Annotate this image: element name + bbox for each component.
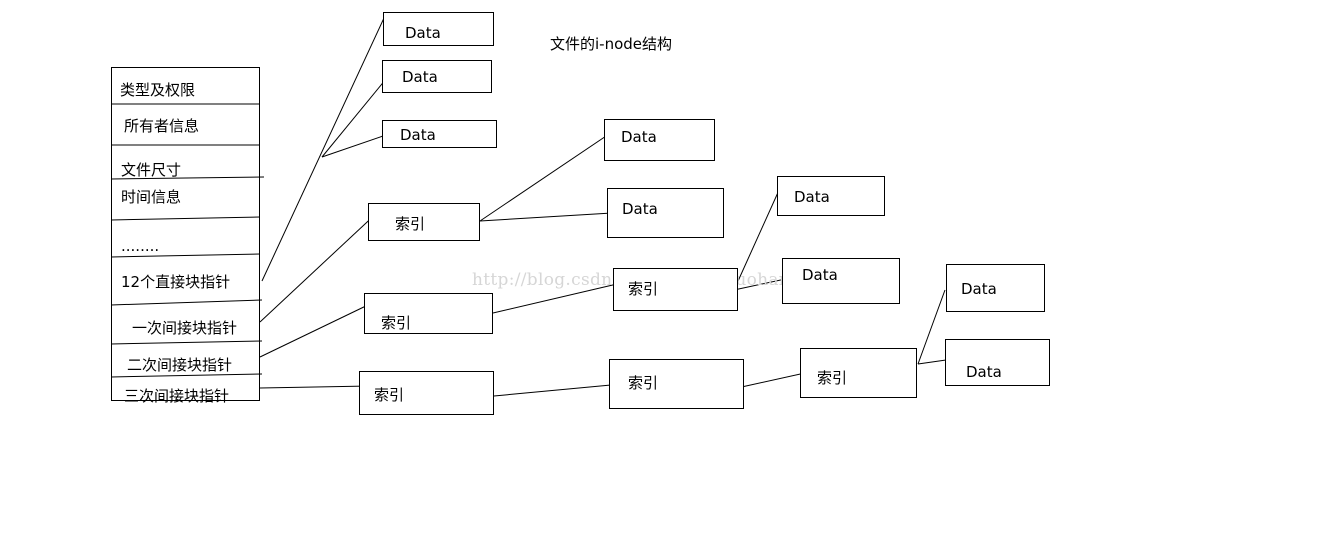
data-block: [607, 188, 724, 238]
index-block-label: 索引: [628, 374, 659, 392]
field-file-size: 文件尺寸: [121, 161, 182, 179]
data-block-label: Data: [961, 280, 997, 298]
data-block: [777, 176, 885, 216]
double-indirect-line: [259, 303, 371, 358]
data-block: [382, 120, 497, 148]
direct-pointer-line: [261, 17, 385, 282]
index-block-label: 索引: [395, 215, 426, 233]
index-to-data-line: [917, 289, 946, 365]
index-to-data-line: [479, 127, 619, 222]
row-separator: [110, 299, 263, 306]
data-block-label: Data: [794, 188, 830, 206]
direct-pointer-line: [321, 135, 384, 158]
index-block: [609, 359, 744, 409]
index-block: [613, 268, 738, 311]
data-block: [604, 119, 715, 161]
index-to-index-line: [493, 384, 612, 397]
data-block-label: Data: [802, 266, 838, 284]
field-triple-indirect: 三次间接块指针: [124, 387, 230, 405]
field-single-indirect: 一次间接块指针: [132, 319, 238, 337]
field-double-indirect: 二次间接块指针: [127, 356, 233, 374]
data-block-label: Data: [400, 126, 436, 144]
index-block-label: 索引: [628, 280, 659, 298]
data-block-label: Data: [405, 24, 441, 42]
row-separator: [110, 340, 263, 345]
index-to-data-line: [733, 187, 781, 291]
data-block: [945, 339, 1050, 386]
index-block: [800, 348, 917, 398]
index-block: [368, 203, 480, 241]
field-type-permissions: 类型及权限: [120, 81, 196, 99]
index-block: [359, 371, 494, 415]
single-indirect-line: [259, 209, 381, 323]
field-owner-info: 所有者信息: [124, 117, 200, 135]
row-separator: [110, 176, 265, 180]
field-ellipsis: ........: [121, 237, 160, 255]
row-separator: [110, 373, 263, 378]
data-block-label: Data: [402, 68, 438, 86]
index-block-label: 索引: [374, 386, 405, 404]
index-to-index-line: [492, 283, 618, 314]
field-time-info: 时间信息: [121, 188, 182, 206]
field-direct-pointers: 12个直接块指针: [121, 273, 231, 291]
data-block: [782, 258, 900, 304]
data-block-label: Data: [622, 200, 658, 218]
triple-indirect-line: [259, 385, 371, 389]
index-block: [364, 293, 493, 334]
index-to-data-line: [479, 212, 613, 222]
data-block-label: Data: [621, 128, 657, 146]
data-block-label: Data: [966, 363, 1002, 381]
data-block: [946, 264, 1045, 312]
row-separator: [110, 216, 261, 221]
index-block-label: 索引: [817, 369, 848, 387]
data-block: [382, 60, 492, 93]
inode-table: [111, 67, 260, 401]
diagram-title: 文件的i-node结构: [550, 35, 673, 53]
data-block: [383, 12, 494, 46]
row-separator: [110, 253, 261, 258]
index-to-data-line: [733, 277, 791, 291]
direct-pointer-line: [321, 78, 387, 158]
index-block-label: 索引: [381, 314, 412, 332]
